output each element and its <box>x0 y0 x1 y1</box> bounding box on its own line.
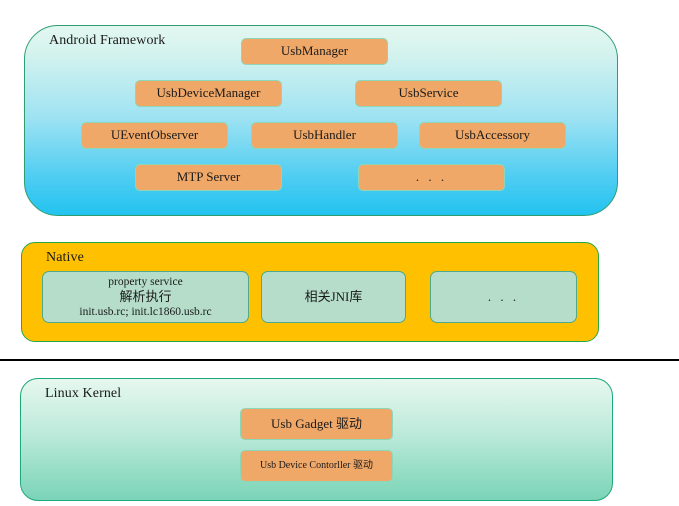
layer-title-linux-kernel: Linux Kernel <box>45 386 122 401</box>
layer-linux-kernel: Linux Kernel Usb Gadget 驱动 Usb Device Co… <box>20 378 613 501</box>
node-jni-lib: 相关JNI库 <box>261 271 406 323</box>
node-usbhandler: UsbHandler <box>251 122 398 149</box>
node-mtp-server: MTP Server <box>135 164 282 191</box>
property-service-line-2: 解析执行 <box>119 289 172 305</box>
layer-title-android-framework: Android Framework <box>49 33 166 48</box>
node-usbmanager: UsbManager <box>241 38 388 65</box>
layer-native: Native property service 解析执行 init.usb.rc… <box>21 242 599 342</box>
node-usbservice: UsbService <box>355 80 502 107</box>
node-ueventobserver: UEventObserver <box>81 122 228 149</box>
section-divider <box>0 359 679 361</box>
node-usbaccessory: UsbAccessory <box>419 122 566 149</box>
node-native-more: . . . <box>430 271 577 323</box>
node-framework-more: . . . <box>358 164 505 191</box>
node-usbdevicemanager: UsbDeviceManager <box>135 80 282 107</box>
layer-title-native: Native <box>46 250 84 265</box>
property-service-line-1: property service <box>108 276 183 289</box>
property-service-line-3: init.usb.rc; init.lc1860.usb.rc <box>79 305 212 318</box>
layer-android-framework: Android Framework UsbManager UsbDeviceMa… <box>24 25 618 216</box>
node-property-service: property service 解析执行 init.usb.rc; init.… <box>42 271 249 323</box>
node-usb-device-controller-driver: Usb Device Contorller 驱动 <box>240 450 393 482</box>
node-usb-gadget-driver: Usb Gadget 驱动 <box>240 408 393 440</box>
